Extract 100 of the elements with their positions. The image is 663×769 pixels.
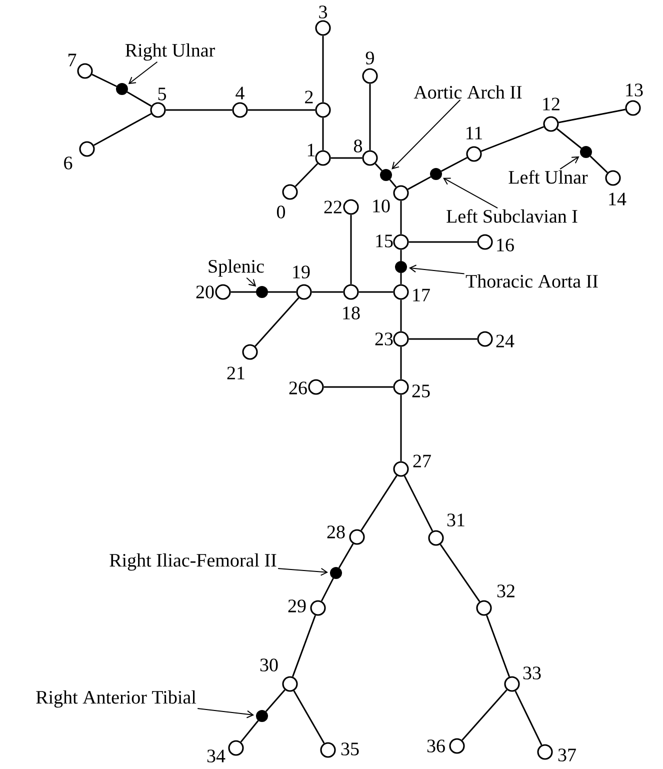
node-number: 20 — [196, 286, 214, 298]
leader-arrow — [246, 277, 256, 287]
leader-arrow — [408, 264, 465, 274]
node-number: 30 — [260, 658, 278, 672]
vessel-line — [404, 476, 434, 532]
vessel-line — [240, 720, 259, 742]
node-number: 32 — [497, 584, 514, 598]
vessel-line — [230, 291, 256, 293]
vessel-line — [374, 163, 382, 172]
node-number: 28 — [327, 526, 345, 538]
vessel-line — [400, 394, 402, 462]
junction-dot — [380, 169, 392, 181]
vessel-line — [322, 118, 324, 150]
leader-arrow — [128, 61, 158, 84]
node-number: 8 — [354, 140, 362, 152]
vessel-line — [338, 543, 354, 568]
node-number: 0 — [276, 206, 286, 218]
junction-dot — [580, 146, 592, 158]
leader-arrow — [197, 708, 254, 718]
vessel-line — [324, 386, 394, 388]
vessel-line — [408, 241, 478, 243]
node-number: 37 — [558, 748, 576, 762]
vessel-line — [293, 690, 325, 744]
junction-dot — [430, 168, 442, 180]
vessel-line — [360, 475, 398, 531]
node-number: 13 — [626, 84, 643, 96]
node-number: 16 — [497, 238, 514, 252]
node-number: 18 — [343, 306, 360, 320]
node-number: 23 — [375, 332, 393, 346]
node-number: 5 — [158, 88, 166, 100]
node-number: 11 — [466, 126, 482, 140]
node-number: 19 — [293, 266, 310, 278]
vessel-line — [400, 273, 402, 284]
vessel-line — [248, 109, 316, 111]
junction-dot — [256, 710, 268, 722]
vessel-line — [481, 126, 544, 152]
vessel-line — [462, 689, 508, 741]
vessel-line — [350, 214, 352, 284]
leader-arrow — [278, 568, 328, 576]
leader-arrow — [443, 178, 498, 209]
vessel-line — [408, 176, 432, 190]
node-number: 4 — [236, 86, 244, 100]
vessel-line — [126, 91, 152, 107]
node-number: 36 — [427, 740, 445, 752]
vessel-line — [369, 84, 371, 150]
node-number: 9 — [366, 52, 374, 64]
vessel-line — [292, 615, 316, 677]
node-number: 3 — [319, 6, 328, 18]
vessel-line — [440, 156, 468, 172]
vessel-line — [166, 109, 232, 111]
vessel-label: Right Iliac-Femoral II — [110, 553, 276, 571]
vessel-line — [358, 291, 394, 293]
node-number: 34 — [207, 750, 226, 762]
node-number: 29 — [288, 600, 306, 612]
vessel-line — [400, 346, 402, 380]
junction-dot — [116, 83, 128, 95]
junction-dot — [330, 567, 342, 579]
vessel-line — [514, 690, 542, 746]
vessel-line — [400, 200, 402, 234]
vessel-label: Right Anterior Tibial — [36, 690, 196, 708]
leader-arrow — [560, 156, 580, 170]
vessel-line — [93, 113, 152, 146]
vessel-line — [556, 128, 582, 149]
node-number: 21 — [227, 366, 244, 380]
vessel-line — [265, 689, 286, 712]
vessel-line — [486, 615, 510, 677]
node-number: 7 — [68, 54, 76, 66]
node-number: 31 — [447, 514, 464, 526]
vessel-label: Right Ulnar — [125, 43, 215, 61]
node-number: 25 — [412, 384, 430, 398]
vessel-line — [590, 156, 608, 174]
vessel-line — [322, 36, 324, 102]
node-number: 15 — [376, 234, 393, 248]
vessel-label: Thoracic Aorta II — [466, 274, 598, 288]
vessel-line — [330, 157, 362, 159]
node-number: 26 — [289, 382, 307, 394]
vessel-label: Left Ulnar — [508, 170, 588, 184]
node-number: 14 — [609, 192, 626, 206]
vessel-label: Aortic Arch II — [414, 85, 522, 99]
vessel-line — [92, 74, 117, 88]
vessel-label: Splenic — [208, 259, 264, 277]
node-number: 1 — [308, 144, 315, 156]
vessel-line — [320, 578, 334, 602]
vessel-line — [312, 291, 344, 293]
vessel-label: Left Subclavian I — [446, 209, 578, 223]
junction-dot — [256, 286, 268, 298]
vessel-line — [268, 291, 296, 293]
node-number: 17 — [413, 288, 430, 302]
vessel-line — [389, 179, 397, 188]
vessel-line — [558, 108, 626, 124]
node-number: 24 — [496, 334, 514, 348]
junction-dot — [395, 261, 407, 273]
vessel-line — [400, 300, 402, 332]
vessel-line — [254, 297, 300, 347]
node-number: 10 — [373, 200, 390, 212]
vessel-line — [408, 338, 478, 340]
node-number: 12 — [543, 98, 560, 110]
node-number: 35 — [341, 742, 359, 756]
node-number: 27 — [413, 454, 431, 468]
node-number: 22 — [324, 200, 342, 214]
